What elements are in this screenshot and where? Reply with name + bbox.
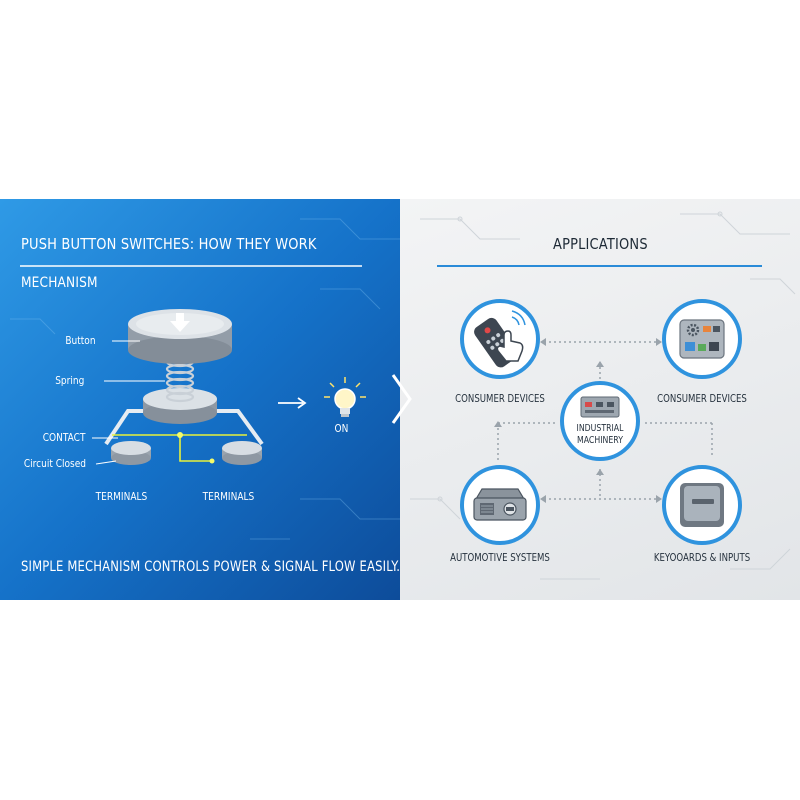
mechanism-graphics [10, 218, 400, 540]
leader-lines [92, 340, 165, 465]
terminal-right [222, 441, 262, 465]
button-label: Button [65, 334, 96, 347]
contact-label: CONTACT [42, 431, 86, 444]
remote-control-icon [474, 310, 526, 368]
applications-title: APPLICATIONS [553, 235, 648, 253]
node-label-consumer-devices: CONSUMER DEVICES [657, 392, 747, 405]
node-label-industrial: INDUSTRIAL [576, 423, 624, 434]
light-bulb-icon [324, 377, 366, 417]
keyboard-key-icon [680, 483, 724, 527]
down-arrow-icon [170, 313, 190, 332]
spring [165, 356, 195, 403]
arrow-right-icon [297, 397, 307, 409]
circuit-background [10, 218, 400, 540]
node-label-keyboards-inputs: KEYOOARDS & INPUTS [653, 551, 751, 564]
node-label-consumer-devices: CONSUMER DEVICES [455, 392, 545, 405]
circuit-background [410, 211, 796, 580]
applications-graphics [410, 211, 796, 580]
dotted-connectors [497, 341, 713, 500]
contact-point [209, 458, 215, 464]
contact-point [177, 432, 183, 438]
main-title: PUSH BUTTON SWITCHES: HOW THEY WORK [21, 235, 317, 253]
on-label: ON [334, 422, 349, 435]
terminal-label: TERMINALS [95, 490, 148, 503]
terminal-left [111, 441, 151, 465]
spring-label: Spring [55, 374, 85, 387]
node-label-automotive-systems: AUTOMOTIVE SYSTEMS [450, 551, 550, 564]
node-label-machinery: MACHINERY [577, 435, 623, 446]
terminal-label: TERMINALS [202, 490, 255, 503]
car-dashboard-icon [473, 488, 527, 521]
industrial-panel-icon [580, 396, 620, 418]
mechanism-panel: PUSH BUTTON SWITCHES: HOW THEY WORK MECH… [0, 199, 400, 600]
plunger-disc [143, 388, 217, 424]
applications-panel: APPLICATIONS CONSUMER DEVICES CONSUMER D… [400, 199, 800, 600]
footer-caption: SIMPLE MECHANISM CONTROLS POWER & SIGNAL… [21, 559, 401, 575]
infographic-banner: PUSH BUTTON SWITCHES: HOW THEY WORK MECH… [0, 199, 800, 600]
circuit-closed-label: Circuit Closed [23, 457, 87, 470]
control-panel-icon [679, 319, 725, 359]
mechanism-heading: MECHANISM [21, 275, 98, 291]
connector-arrowheads [494, 338, 662, 503]
